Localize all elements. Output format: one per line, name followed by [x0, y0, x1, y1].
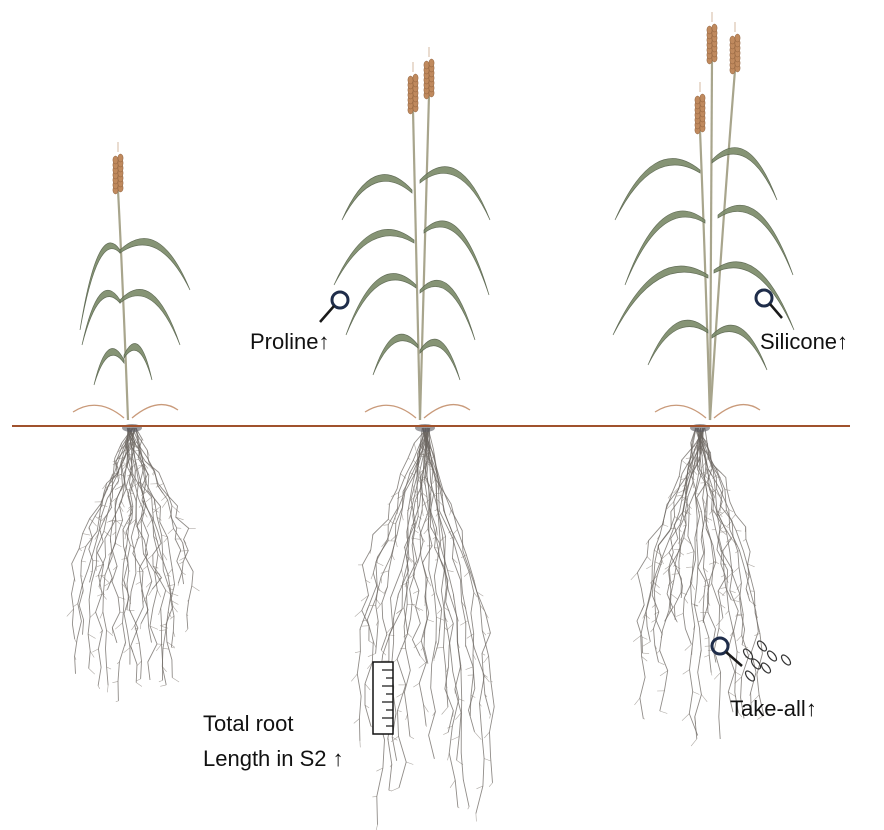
wheat-plant [73, 142, 190, 420]
root-system [351, 424, 494, 830]
root-system [67, 424, 200, 702]
increase-arrow-icon: ↑ [333, 746, 344, 771]
proline-label: Proline↑ [250, 327, 329, 357]
wheat-plant [334, 47, 490, 420]
wheat-plant [613, 12, 794, 420]
silicone-label: Silicone↑ [760, 327, 848, 357]
increase-arrow-icon: ↑ [318, 329, 329, 354]
take-all-label: Take-all↑ [730, 694, 817, 724]
increase-arrow-icon: ↑ [806, 696, 817, 721]
magnifier-icon [756, 290, 782, 318]
pathogen-spores-icon [742, 639, 792, 682]
wheat-plants [73, 12, 794, 420]
magnifier-icon [320, 292, 348, 322]
increase-arrow-icon: ↑ [837, 329, 848, 354]
root-systems [67, 424, 764, 830]
ruler-icon [373, 662, 393, 734]
root-length-label-line2: Length in S2 ↑ [203, 744, 344, 774]
root-length-label-line1: Total root [203, 709, 294, 739]
